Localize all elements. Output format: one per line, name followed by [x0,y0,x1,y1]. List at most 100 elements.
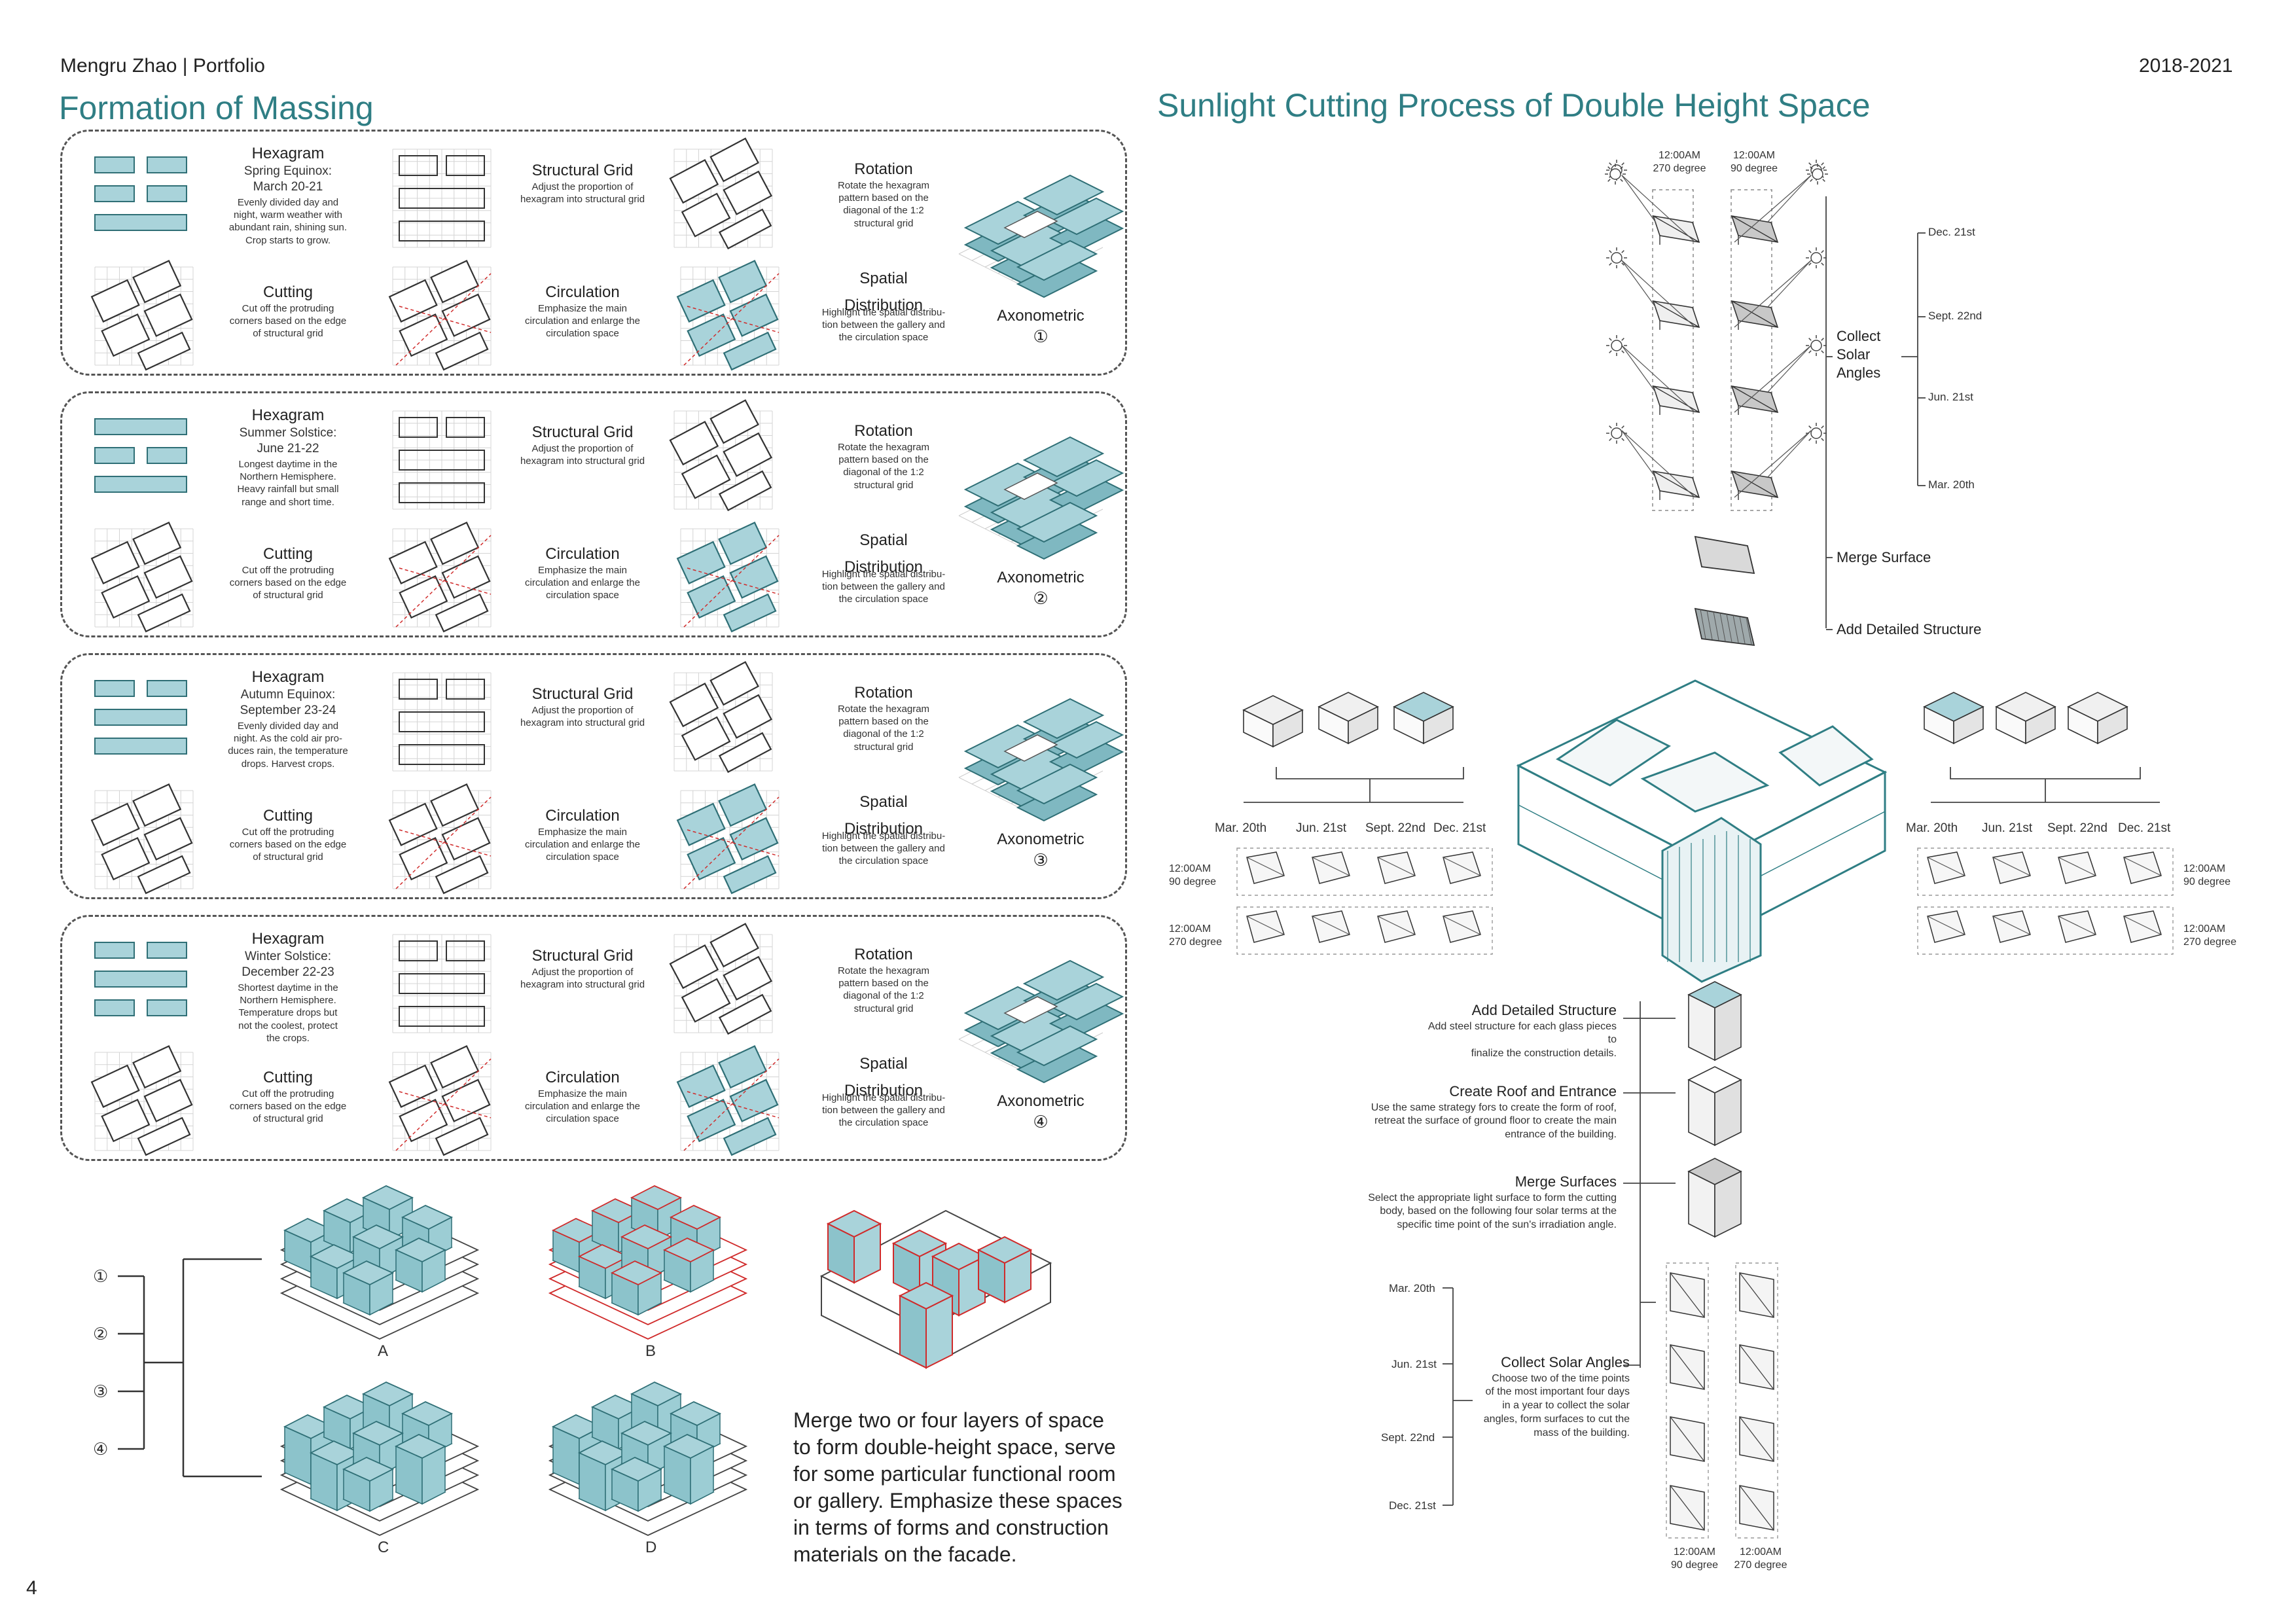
spatial-distribution-desc: Highlight the spatial distribu-tion betw… [805,306,962,344]
text-line: Summer Solstice: [239,426,337,440]
text-line: Emphasize the main [538,827,627,838]
page-number: 4 [26,1577,37,1599]
bottom-date-sept: Sept. 22nd [1381,1431,1435,1444]
text-line: Spatial [859,793,908,811]
hexagram-title: Hexagram [251,668,325,686]
right-cluster-date-dec: Dec. 21st [2118,821,2171,835]
hexagram-title: Hexagram [251,145,325,162]
spatial-distribution-desc: Highlight the spatial distribu-tion betw… [805,830,962,868]
text-line: the circulation space [838,332,929,344]
hexagram-title: Hexagram [251,930,325,948]
text-line: range and short time. [242,496,334,508]
text-line: Highlight the spatial distribu- [821,307,946,318]
text-line: June 21-22 [257,442,319,456]
rotation-title: Rotation [854,422,913,440]
text-line: Cut off the protruding [242,303,334,314]
process-step-collect-angles: Collect Solar Angles Choose two of the t… [1483,1354,1630,1438]
text-line: pattern based on the [838,716,929,728]
spatial-distribution-desc: Highlight the spatial distribu-tion betw… [805,1092,962,1130]
text-line: Emphasize the main [538,303,627,314]
text-line: circulation space [546,851,619,863]
text-line: Rotate the hexagram [837,180,930,191]
text-line: December 22-23 [242,965,334,980]
massing-band-3 [60,653,1127,899]
text-line: circulation space [546,1113,619,1125]
process-step-detailed-structure: Add Detailed Structure Add steel structu… [1427,1002,1617,1060]
text-line: Heavy rainfall but small [237,484,339,495]
paragraph-line: or gallery. Emphasize these spaces [793,1488,1122,1512]
text-line: circulation and enlarge the [525,315,640,327]
text-line: duces rain, the temperature [228,745,348,757]
paragraph-line: in terms of forms and construction [793,1515,1109,1539]
text-line: Adjust the proportion of [531,181,634,192]
text-line: night, warm weather with [234,209,342,221]
text-line: Distribution [844,819,924,838]
axonometric-title: Axonometric [997,307,1085,325]
text-line: diagonal of the 1:2 [843,990,924,1002]
process-step-merge-surfaces: Merge Surfaces Select the appropriate li… [1368,1173,1617,1231]
left-cluster-date-dec: Dec. 21st [1433,821,1486,835]
add-detailed-structure-label: Add Detailed Structure [1837,621,1982,637]
text-line: hexagram into structural grid [520,194,645,205]
text-line: Emphasize the main [538,1088,627,1099]
paragraph-line: Merge two or four layers of space [793,1408,1104,1432]
text-line: drops. Harvest crops. [241,758,335,770]
text-line: Adjust the proportion of [531,705,634,716]
structural-grid-desc: Adjust the proportion of hexagram into st… [511,181,655,205]
double-height-paragraph: Merge two or four layers of space to for… [793,1407,1122,1568]
text-line: circulation space [546,328,619,340]
text-line: pattern based on the [838,978,929,990]
text-line: structural grid [853,741,914,753]
text-line: Northern Hemisphere. [240,995,336,1007]
text-line: Distribution [844,296,924,314]
axonometric-title: Axonometric [997,1092,1085,1110]
text-line: Cut off the protruding [242,565,334,576]
bottom-date-mar: Mar. 20th [1389,1282,1435,1294]
structural-grid-title: Structural Grid [531,685,634,703]
axonometric-number: ③ [1033,850,1049,870]
process-step-roof-entrance: Create Roof and Entrance Use the same st… [1371,1083,1617,1141]
text-line: the circulation space [838,594,929,605]
text-line: of structural grid [253,851,323,863]
text-line: Rotate the hexagram [837,704,930,715]
rotation-title: Rotation [854,946,913,963]
text-line: Adjust the proportion of [531,443,634,454]
text-line: Winter Solstice: [245,950,331,963]
text-line: diagonal of the 1:2 [843,467,924,478]
text-line: pattern based on the [838,454,929,466]
text-line: Evenly divided day and [237,721,339,732]
text-line: circulation and enlarge the [525,577,640,589]
text-line: night. As the cold air pro- [234,733,342,745]
text-line: structural grid [853,479,914,491]
text-line: Emphasize the main [538,565,627,576]
axonometric-title: Axonometric [997,830,1085,848]
text-line: of structural grid [253,328,323,340]
season-name: Spring Equinox:March 20-21 [232,164,344,196]
text-line: circulation space [546,590,619,601]
right-section-title: Sunlight Cutting Process of Double Heigh… [1157,87,1871,124]
text-line: structural grid [853,1003,914,1014]
season-name: Winter Solstice: December 22-23 [232,949,344,981]
structural-grid-title: Structural Grid [531,423,634,441]
text-line: tion between the gallery and [822,581,945,593]
massing-band-1 [60,130,1127,376]
cutting-title: Cutting [262,1069,314,1086]
text-line: the circulation space [838,855,929,867]
text-line: corners based on the edge [229,315,347,327]
text-line: Highlight the spatial distribu- [821,569,946,580]
left-cluster-date-jun: Jun. 21st [1296,821,1347,835]
cutting-title: Cutting [262,545,314,563]
text-line: Distribution [844,558,924,576]
combo-label-d: D [645,1539,657,1556]
years-header: 2018-2021 [2139,55,2233,77]
